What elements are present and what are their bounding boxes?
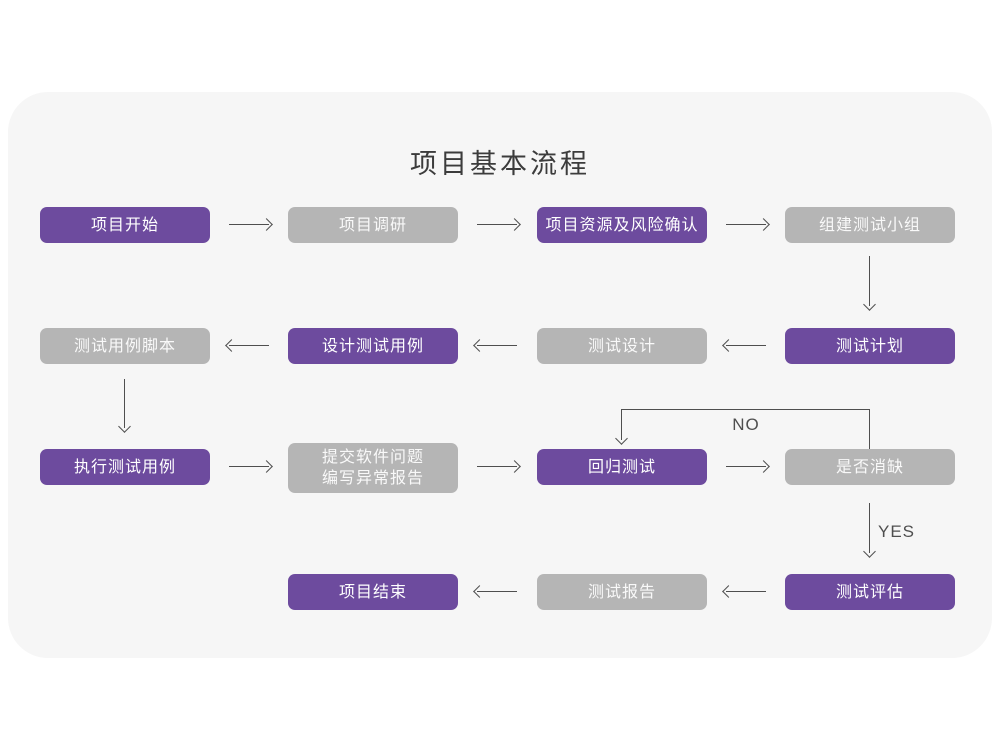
arrow-right-icon: [477, 224, 517, 225]
node-submit-issues-report: 提交软件问题 编写异常报告: [288, 443, 458, 493]
arrow-right-icon: [726, 466, 766, 467]
node-test-design: 测试设计: [537, 328, 707, 364]
node-label: 执行测试用例: [73, 458, 176, 476]
node-label: 项目结束: [338, 583, 407, 601]
node-label: 编写异常报告: [321, 470, 424, 487]
node-label: 测试用例脚本: [73, 337, 176, 355]
node-label: 提交软件问题: [321, 449, 424, 466]
node-build-test-team: 组建测试小组: [785, 207, 955, 243]
page-title: 项目基本流程: [410, 149, 590, 179]
node-label: 组建测试小组: [818, 216, 921, 234]
node-project-research: 项目调研: [288, 207, 458, 243]
arrow-left-icon: [229, 345, 269, 346]
node-label: 测试设计: [587, 337, 656, 355]
node-label: 测试报告: [587, 583, 656, 601]
arrow-left-icon: [726, 591, 766, 592]
edge-label-no: NO: [732, 415, 760, 434]
arrow-right-icon: [229, 224, 269, 225]
node-test-report: 测试报告: [537, 574, 707, 610]
node-label: 项目开始: [90, 216, 159, 234]
node-label: 测试计划: [835, 337, 904, 355]
node-test-plan: 测试计划: [785, 328, 955, 364]
node-label: 项目资源及风险确认: [545, 216, 699, 234]
arrow-left-icon: [477, 345, 517, 346]
node-test-evaluation: 测试评估: [785, 574, 955, 610]
node-label: 是否消缺: [835, 458, 904, 476]
arrow-right-icon: [477, 466, 517, 467]
node-execute-test-cases: 执行测试用例: [40, 449, 210, 485]
arrow-left-icon: [726, 345, 766, 346]
arrow-down-icon: [869, 256, 870, 306]
node-project-end: 项目结束: [288, 574, 458, 610]
node-label: 回归测试: [587, 458, 656, 476]
arrow-right-icon: [726, 224, 766, 225]
arrow-down-icon: [621, 409, 622, 440]
node-design-test-cases: 设计测试用例: [288, 328, 458, 364]
arrow-left-icon: [477, 591, 517, 592]
node-defect-cleared-decision: 是否消缺: [785, 449, 955, 485]
no-loop-line: [622, 409, 870, 410]
node-regression-test: 回归测试: [537, 449, 707, 485]
edge-label-yes: YES: [878, 522, 916, 541]
node-label: 项目调研: [338, 216, 407, 234]
arrow-right-icon: [229, 466, 269, 467]
node-resource-risk-confirm: 项目资源及风险确认: [537, 207, 707, 243]
arrow-down-icon: [869, 503, 870, 553]
flowchart-card: [8, 92, 992, 658]
node-label: 设计测试用例: [321, 337, 424, 355]
no-loop-line: [869, 409, 870, 449]
node-project-start: 项目开始: [40, 207, 210, 243]
node-test-case-script: 测试用例脚本: [40, 328, 210, 364]
node-label: 测试评估: [835, 583, 904, 601]
arrow-down-icon: [124, 379, 125, 428]
